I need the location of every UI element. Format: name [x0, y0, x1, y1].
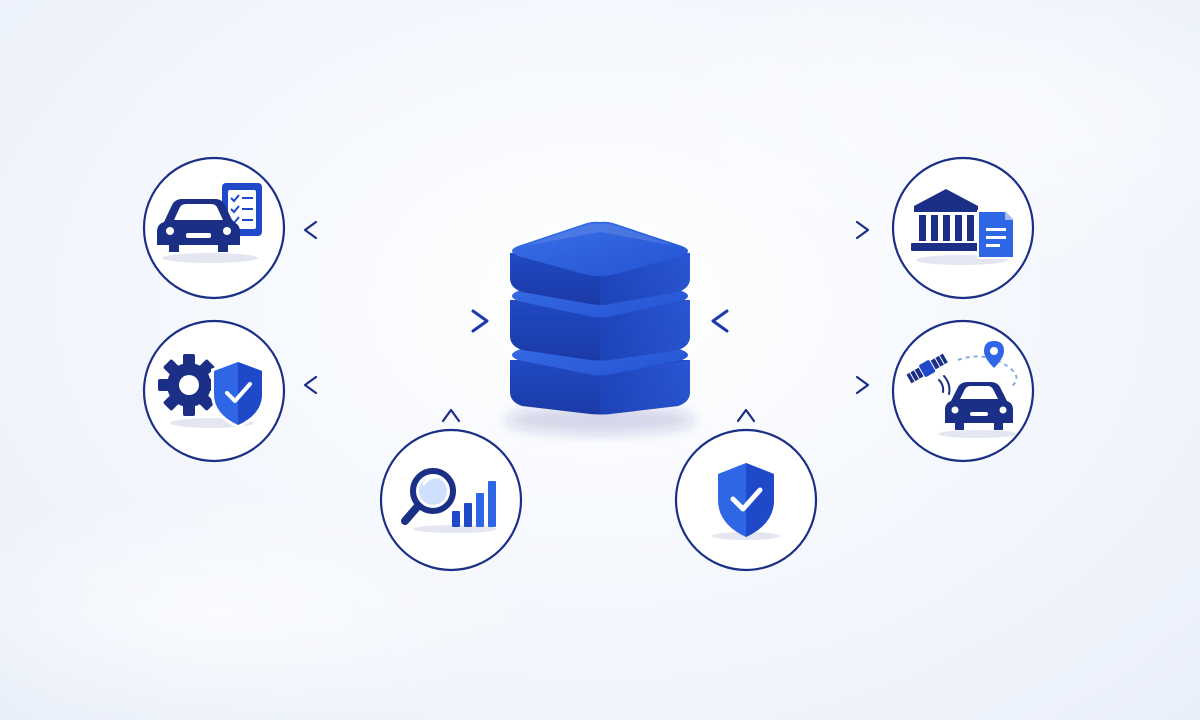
gear-shield-icon	[158, 354, 265, 429]
shield-check-icon	[718, 463, 774, 537]
connector-lower-right	[690, 375, 870, 395]
node-circle	[891, 156, 1035, 300]
bank-document-icon	[911, 189, 1015, 259]
satellite-icon	[906, 353, 948, 384]
satellite-car-location-icon	[906, 341, 1018, 430]
magnifier-bar-chart-icon	[401, 468, 496, 527]
arrow-head-up-icon	[441, 408, 461, 423]
node-vehicle-checklist	[142, 156, 286, 300]
arrow-head-right-icon	[471, 309, 489, 333]
node-search-analytics	[379, 428, 523, 572]
connector-mid-left-inflow	[310, 309, 489, 333]
connector-top-right	[690, 220, 870, 240]
connector-mid-right-inflow	[711, 309, 880, 333]
arrow-head-up-icon	[736, 408, 756, 423]
arrow-head-right-icon	[855, 375, 870, 395]
arrow-head-left-icon	[303, 220, 318, 240]
database-layer-top	[510, 221, 690, 306]
node-government-document	[891, 156, 1035, 300]
connector-top-left	[303, 220, 500, 240]
node-settings-security	[142, 319, 286, 463]
node-vehicle-tracking	[891, 319, 1035, 463]
node-security-verified	[674, 428, 818, 572]
arrow-head-right-icon	[855, 220, 870, 240]
car-checklist-icon	[157, 183, 262, 252]
database-stack-icon	[505, 221, 695, 434]
arrow-head-left-icon	[711, 309, 729, 333]
arrow-head-left-icon	[303, 375, 318, 395]
connector-lower-left	[303, 375, 500, 395]
